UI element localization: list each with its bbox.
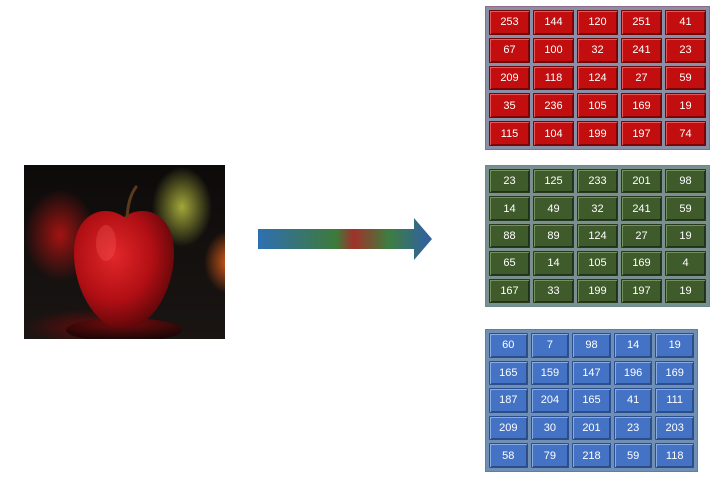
blue-matrix-cell: 41 bbox=[613, 388, 653, 413]
red-matrix-cell: 209 bbox=[489, 65, 530, 91]
red-matrix-cell: 169 bbox=[621, 93, 662, 119]
green-matrix-cell: 197 bbox=[621, 278, 662, 303]
red-matrix-cell: 59 bbox=[665, 65, 706, 91]
red-matrix-cell: 35 bbox=[489, 93, 530, 119]
blue-matrix-cell: 159 bbox=[530, 360, 570, 386]
blue-matrix-cell: 7 bbox=[530, 333, 570, 358]
blue-matrix-cell: 111 bbox=[655, 388, 694, 413]
blue-matrix-cell: 14 bbox=[613, 333, 653, 358]
green-matrix-cell: 167 bbox=[489, 278, 530, 303]
red-matrix-cell: 120 bbox=[577, 10, 618, 35]
red-matrix-cell: 124 bbox=[577, 65, 618, 91]
green-matrix-cell: 88 bbox=[489, 223, 530, 249]
blue-matrix-cell: 98 bbox=[572, 333, 611, 358]
transform-arrow-icon bbox=[258, 218, 433, 265]
blue-matrix-cell: 203 bbox=[655, 415, 694, 441]
red-matrix-cell: 41 bbox=[665, 10, 706, 35]
green-matrix-cell: 4 bbox=[665, 251, 706, 276]
green-matrix-cell: 33 bbox=[533, 278, 574, 303]
blue-matrix-cell: 218 bbox=[572, 443, 611, 468]
green-matrix-cell: 105 bbox=[577, 251, 618, 276]
red-matrix-cell: 115 bbox=[489, 121, 530, 146]
red-matrix-cell: 100 bbox=[533, 37, 574, 63]
red-matrix-cell: 32 bbox=[577, 37, 618, 63]
blue-matrix-cell: 209 bbox=[489, 415, 528, 441]
green-matrix-cell: 65 bbox=[489, 251, 530, 276]
blue-matrix-cell: 59 bbox=[613, 443, 653, 468]
red-matrix-cell: 19 bbox=[665, 93, 706, 119]
blue-matrix-cell: 30 bbox=[530, 415, 570, 441]
red-matrix-cell: 236 bbox=[533, 93, 574, 119]
red-matrix-cell: 104 bbox=[533, 121, 574, 146]
green-matrix-cell: 19 bbox=[665, 223, 706, 249]
blue-matrix-cell: 147 bbox=[572, 360, 611, 386]
green-matrix-cell: 125 bbox=[533, 169, 574, 194]
green-matrix-cell: 169 bbox=[621, 251, 662, 276]
green-matrix-cell: 19 bbox=[665, 278, 706, 303]
blue-matrix-cell: 19 bbox=[655, 333, 694, 358]
apple-illustration bbox=[66, 185, 182, 339]
blue-matrix-cell: 23 bbox=[613, 415, 653, 441]
red-matrix-cell: 23 bbox=[665, 37, 706, 63]
red-matrix-cell: 105 bbox=[577, 93, 618, 119]
blue-matrix-cell: 79 bbox=[530, 443, 570, 468]
blue-matrix-cell: 58 bbox=[489, 443, 528, 468]
blue-matrix-cell: 204 bbox=[530, 388, 570, 413]
blue-matrix-cell: 169 bbox=[655, 360, 694, 386]
green-matrix-cell: 241 bbox=[621, 196, 662, 221]
green-matrix-cell: 89 bbox=[533, 223, 574, 249]
red-matrix-cell: 197 bbox=[621, 121, 662, 146]
apple-photo bbox=[24, 165, 225, 339]
red-matrix-cell: 199 bbox=[577, 121, 618, 146]
green-matrix-cell: 27 bbox=[621, 223, 662, 249]
blue-matrix-cell: 196 bbox=[613, 360, 653, 386]
red-matrix-cell: 27 bbox=[621, 65, 662, 91]
blue-matrix-cell: 60 bbox=[489, 333, 528, 358]
red-matrix-cell: 251 bbox=[621, 10, 662, 35]
red-matrix-cell: 118 bbox=[533, 65, 574, 91]
green-matrix-cell: 59 bbox=[665, 196, 706, 221]
green-matrix-cell: 23 bbox=[489, 169, 530, 194]
red-matrix-cell: 67 bbox=[489, 37, 530, 63]
green-matrix-cell: 32 bbox=[577, 196, 618, 221]
blue-matrix-cell: 201 bbox=[572, 415, 611, 441]
green-matrix-cell: 98 bbox=[665, 169, 706, 194]
red-matrix-cell: 144 bbox=[533, 10, 574, 35]
blue-matrix-cell: 118 bbox=[655, 443, 694, 468]
green-matrix-cell: 233 bbox=[577, 169, 618, 194]
green-matrix-cell: 49 bbox=[533, 196, 574, 221]
green-matrix-cell: 199 bbox=[577, 278, 618, 303]
red-matrix-cell: 241 bbox=[621, 37, 662, 63]
blue-matrix-cell: 187 bbox=[489, 388, 528, 413]
green-matrix-cell: 14 bbox=[489, 196, 530, 221]
green-matrix-cell: 124 bbox=[577, 223, 618, 249]
blue-matrix-cell: 165 bbox=[489, 360, 528, 386]
green-matrix-cell: 201 bbox=[621, 169, 662, 194]
blue-matrix-cell: 165 bbox=[572, 388, 611, 413]
green-matrix-cell: 14 bbox=[533, 251, 574, 276]
red-matrix-cell: 253 bbox=[489, 10, 530, 35]
red-matrix-cell: 74 bbox=[665, 121, 706, 146]
